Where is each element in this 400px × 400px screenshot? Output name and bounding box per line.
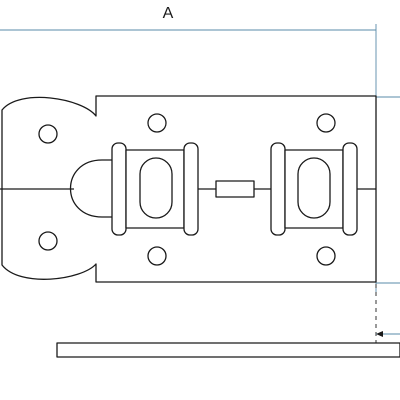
right-guide-slot	[297, 157, 331, 219]
hole-lobe-bottom	[38, 231, 58, 251]
bolt-rod	[0, 159, 376, 218]
dimension-a-label: A	[163, 5, 174, 22]
left-guide-flange-outer	[111, 142, 127, 236]
bolt-centre-section	[215, 180, 255, 198]
left-guide-flange-inner	[183, 142, 199, 236]
hole-lobe-top	[38, 124, 58, 144]
side-view-plate	[56, 342, 400, 358]
hole-plate-top-left	[147, 113, 167, 133]
right-guide-flange-outer	[342, 142, 358, 236]
hole-plate-bottom-right	[316, 246, 336, 266]
left-guide	[111, 142, 199, 236]
left-guide-slot	[139, 157, 173, 219]
thickness-arrow	[376, 331, 383, 337]
hole-plate-top-right	[316, 113, 336, 133]
dimension-height	[376, 96, 400, 284]
right-guide-flange-inner	[270, 142, 286, 236]
right-guide	[270, 142, 358, 236]
mounting-holes	[38, 113, 336, 266]
dimension-thickness	[375, 284, 400, 343]
hole-plate-bottom-left	[147, 246, 167, 266]
bolt-knob	[69, 159, 123, 218]
